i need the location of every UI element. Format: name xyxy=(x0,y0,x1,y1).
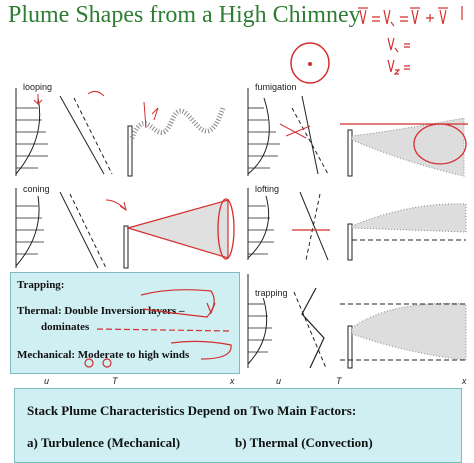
panel-looping: looping xyxy=(8,78,236,178)
factors-heading: Stack Plume Characteristics Depend on Tw… xyxy=(27,403,357,418)
stack-plume-factors-box: Stack Plume Characteristics Depend on Tw… xyxy=(14,388,462,463)
thermal-description: Thermal: Double Inversion layers – xyxy=(17,305,185,317)
trapping-heading: Trapping: xyxy=(17,279,65,291)
axis-x-left: x xyxy=(230,376,235,386)
thermal-description-cont: dominates xyxy=(41,321,90,333)
panel-label-looping: looping xyxy=(22,82,54,92)
axis-T-left: T xyxy=(112,376,118,386)
panel-trapping: trapping xyxy=(240,264,470,372)
panel-label-fumigation: fumigation xyxy=(254,82,298,92)
panel-label-coning: coning xyxy=(22,184,51,194)
panel-label-lofting: lofting xyxy=(254,184,281,194)
trapping-annotations xyxy=(84,289,232,368)
page-title: Plume Shapes from a High Chimney xyxy=(8,2,361,28)
panel-coning: coning xyxy=(8,182,236,270)
red-circle-annotation xyxy=(290,42,330,84)
axis-u-left: u xyxy=(44,376,50,386)
axis-T-right: T xyxy=(336,376,342,386)
mechanical-description: Mechanical: Moderate to high winds xyxy=(17,349,190,361)
factor-turbulence: a) Turbulence (Mechanical) xyxy=(27,435,181,450)
axis-u-right: u xyxy=(276,376,282,386)
panel-label-trapping: trapping xyxy=(254,288,289,298)
factor-thermal: b) Thermal (Convection) xyxy=(235,435,373,450)
axis-x-right: x xyxy=(462,376,467,386)
handwritten-velocity-notes xyxy=(358,6,463,75)
panel-lofting: lofting xyxy=(240,182,470,262)
trapping-description-box: Trapping: Thermal: Double Inversion laye… xyxy=(10,272,240,374)
panel-fumigation: fumigation xyxy=(240,78,470,178)
